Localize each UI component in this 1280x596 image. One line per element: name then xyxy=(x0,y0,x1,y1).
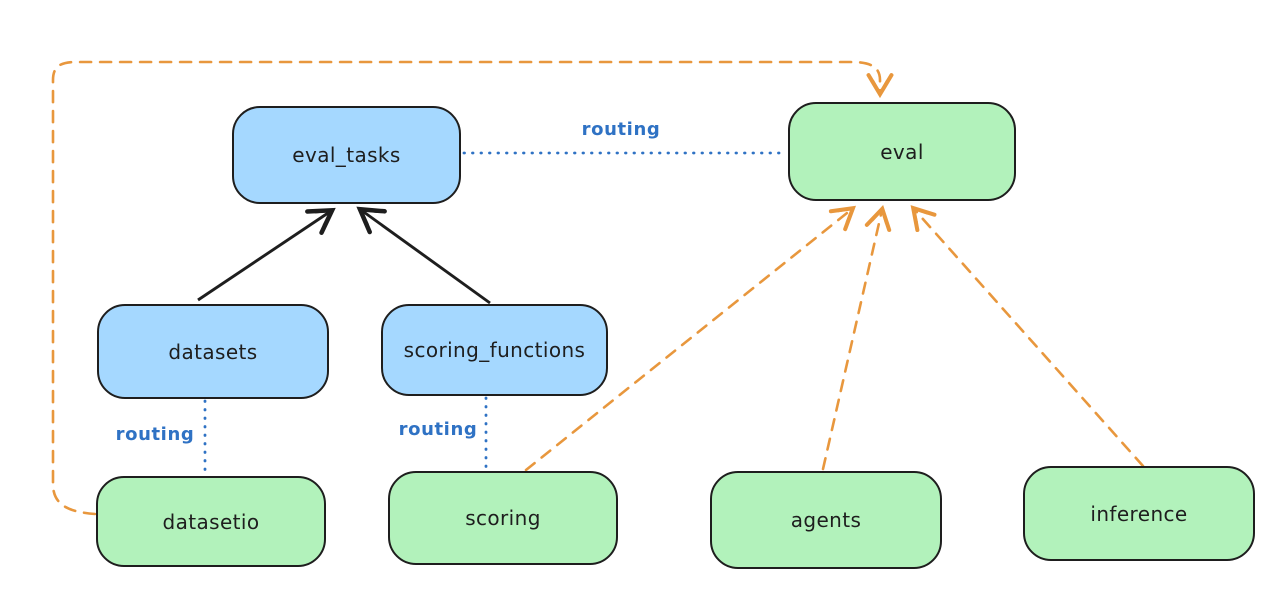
node-eval: eval xyxy=(788,102,1016,201)
node-datasetio: datasetio xyxy=(96,476,326,567)
node-datasetio-label: datasetio xyxy=(162,509,260,534)
node-eval-label: eval xyxy=(880,139,924,164)
node-datasets-label: datasets xyxy=(168,339,258,364)
node-datasets: datasets xyxy=(97,304,329,399)
edge-scoring-to-eval xyxy=(524,205,857,472)
edge-label-routing-scoring: routing xyxy=(398,419,478,440)
edge-inference-to-eval xyxy=(910,205,1145,468)
edge-label-routing-datasets: routing xyxy=(115,424,195,445)
node-scoring-label: scoring xyxy=(465,506,541,530)
edge-datasets-to-eval-tasks xyxy=(197,207,336,302)
node-inference-label: inference xyxy=(1090,501,1188,526)
node-eval-tasks: eval_tasks xyxy=(232,106,461,204)
node-agents-label: agents xyxy=(790,508,862,532)
node-inference: inference xyxy=(1023,466,1255,561)
node-scoring: scoring xyxy=(388,471,618,565)
edge-datasetio-to-eval xyxy=(51,60,894,516)
node-eval-tasks-label: eval_tasks xyxy=(292,143,401,167)
edge-scoring-functions-to-eval-tasks xyxy=(356,206,491,305)
node-scoring-functions-label: scoring_functions xyxy=(403,338,586,362)
node-agents: agents xyxy=(710,471,942,569)
node-scoring-functions: scoring_functions xyxy=(381,304,608,396)
edge-agents-to-eval xyxy=(821,204,892,471)
edge-label-routing-top: routing xyxy=(581,119,661,140)
